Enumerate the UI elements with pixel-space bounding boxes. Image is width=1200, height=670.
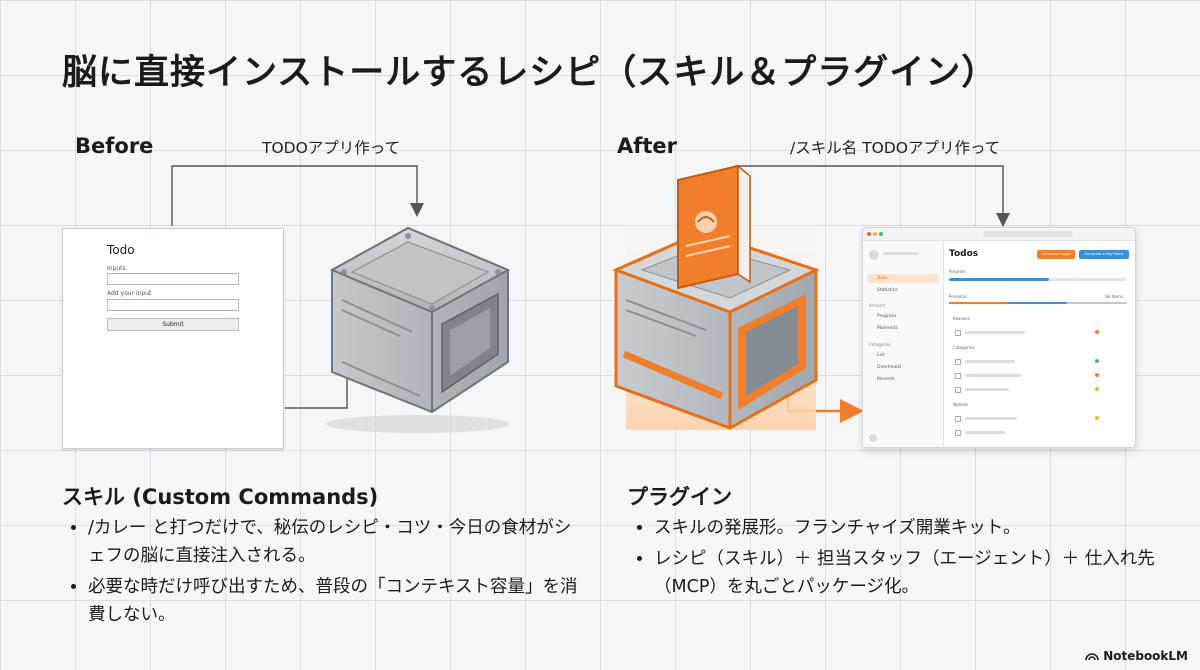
group-label-reasons: Reasons [953,316,970,321]
todo-form-card: Todo Inputs Add your input Submit [62,228,284,449]
before-command: TODOアプリ作って [262,139,401,157]
window-titlebar [863,228,1135,241]
plugin-bullet-1: スキルの発展形。フランチャイズ開業キット。 [654,514,1168,542]
generate-image-button[interactable]: Generate Image [1037,250,1075,259]
app-sidebar: Todo Statistics Account Progress Moments… [863,241,944,447]
plugin-heading: プラグイン [627,485,732,509]
page-title: 脳に直接インストールするレシピ（スキル＆プラグイン） [62,53,998,93]
form-input-2[interactable] [107,299,239,311]
form-field2-label: Add your input [107,290,152,297]
app-title: Todos [949,249,979,259]
nav-overheads[interactable]: Overheads [877,365,902,370]
column-divider [949,302,1127,304]
nav-active-bg [867,274,939,283]
column-right-label: No items [1105,294,1123,299]
close-dot-icon[interactable] [867,232,871,236]
sidebar-section-account: Account [869,303,886,308]
generate-day-button[interactable]: Generate a Day Done [1079,250,1129,259]
todo-row-line [965,360,1015,363]
brand-name: NotebookLM [1103,649,1188,663]
app-main: Todos Generate Image Generate a Day Done… [947,241,1135,447]
skill-book-cube-icon [612,160,820,430]
nav-statistics[interactable]: Statistics [877,288,898,293]
status-dot-icon [1095,416,1099,420]
status-dot-icon [1095,359,1099,363]
todo-checkbox[interactable] [955,359,961,365]
form-submit-button[interactable]: Submit [107,318,239,331]
todo-row-line [965,388,1009,391]
todo-checkbox[interactable] [955,416,961,422]
todo-checkbox[interactable] [955,430,961,436]
avatar [869,250,879,260]
plugin-bullet-2: レシピ（スキル）＋ 担当スタッフ（エージェント）＋ 仕入れ先（MCP）を丸ごとパ… [654,545,1168,601]
todo-row-line [965,431,1005,434]
todo-checkbox[interactable] [955,330,961,336]
nav-list[interactable]: List [877,353,885,358]
nav-recents[interactable]: Recents [877,377,895,382]
status-dot-icon [1095,330,1099,334]
todo-row-line [965,417,1017,420]
nav-moments[interactable]: Moments [877,326,898,331]
form-input-1[interactable] [107,273,239,285]
progress-bar [949,278,1127,281]
server-cube-icon [326,226,511,433]
todo-checkbox[interactable] [955,387,961,393]
notebooklm-logo-icon [1085,653,1099,661]
form-field1-label: Inputs [107,265,126,272]
status-dot-icon [1095,373,1099,377]
group-label-notices: Notices [953,402,968,407]
skill-bullets: /カレー と打つだけで、秘伝のレシピ・コツ・今日の食材がシェフの脳に直接注入され… [62,514,582,632]
notebooklm-brand: NotebookLM [1085,649,1188,663]
todo-row-line [965,331,1025,334]
nav-progress[interactable]: Progress [877,314,897,319]
maximize-dot-icon[interactable] [879,232,883,236]
todo-app-card: Todo Statistics Account Progress Moments… [862,227,1136,448]
user-name-line [883,252,919,255]
footer-avatar [869,434,877,442]
skill-bullet-2: 必要な時だけ呼び出すため、普段の「コンテキスト容量」を消費しない。 [88,573,582,629]
column-left-label: Personal [949,294,967,299]
status-dot-icon [1095,387,1099,391]
skill-heading: スキル (Custom Commands) [62,485,379,509]
skill-bullet-1: /カレー と打つだけで、秘伝のレシピ・コツ・今日の食材がシェフの脳に直接注入され… [88,514,582,570]
after-command: /スキル名 TODOアプリ作って [790,139,1001,157]
form-title: Todo [107,243,135,257]
before-label: Before [75,134,154,158]
url-bar[interactable] [983,231,1073,237]
todo-checkbox[interactable] [955,373,961,379]
progress-fill [949,278,1049,281]
progress-label: Progress [949,269,967,274]
after-label: After [617,134,678,158]
group-label-categories: Categories [953,345,975,350]
nav-todo[interactable]: Todo [877,276,888,281]
minimize-dot-icon[interactable] [873,232,877,236]
todo-row-line [965,374,1021,377]
plugin-bullets: スキルの発展形。フランチャイズ開業キット。 レシピ（スキル）＋ 担当スタッフ（エ… [628,514,1168,604]
sidebar-section-categories: Categories [869,342,891,347]
